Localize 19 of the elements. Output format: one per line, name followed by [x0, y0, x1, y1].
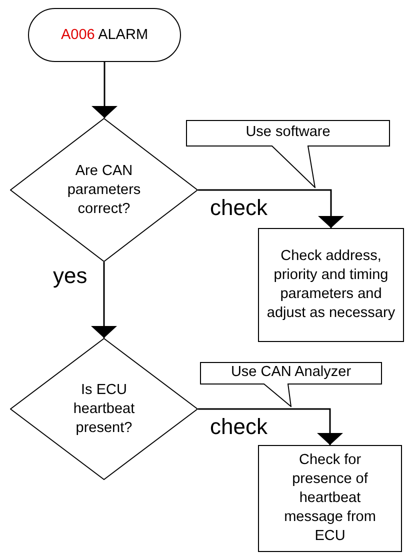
- arrow: [92, 62, 118, 118]
- arrow: [198, 189, 344, 228]
- node-text: Check for presence of heartbeat message from ECU: [284, 452, 376, 544]
- arrow: [198, 408, 343, 445]
- process-box: [258, 228, 404, 342]
- note-callout: [186, 120, 390, 188]
- node-text: ALARM: [98, 26, 148, 42]
- node-text: Use software: [246, 124, 330, 140]
- decision-diamond: [10, 118, 198, 262]
- node-text: Are CAN parameters correct?: [67, 162, 141, 216]
- decision-diamond: [10, 338, 198, 480]
- terminator: [28, 8, 181, 62]
- node-text: Check address, priority and timing parameters and adjust as necessary: [266, 248, 396, 321]
- process-box: [258, 445, 402, 552]
- node-text: Use CAN Analyzer: [230, 364, 352, 380]
- arrow: [91, 262, 117, 338]
- node-text: Is ECU heartbeat present?: [73, 382, 135, 436]
- alarm-code: A006: [60, 26, 95, 42]
- note-callout: [200, 362, 382, 407]
